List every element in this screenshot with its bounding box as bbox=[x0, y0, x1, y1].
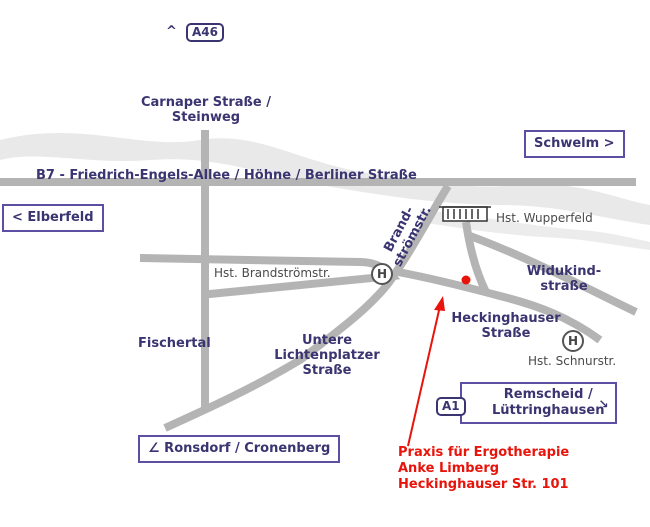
practice-arrow-head bbox=[434, 296, 445, 311]
label-carnaper-2: Steinweg bbox=[171, 110, 241, 125]
road-connector bbox=[462, 221, 490, 294]
stop-brandstroem: Hst. Brandströmstr. bbox=[214, 266, 331, 280]
bus-stop-icon: H bbox=[562, 330, 584, 352]
bus-stop-icon: H bbox=[371, 263, 393, 285]
label-lichtenplatzer-3: Straße bbox=[302, 363, 352, 378]
label-carnaper: Carnaper Straße / Steinweg bbox=[124, 95, 288, 125]
road-widukind bbox=[468, 232, 638, 316]
practice-arrow bbox=[407, 305, 441, 447]
destination-schwelm[interactable]: Schwelm > bbox=[524, 130, 625, 158]
label-heckinghauser: Heckinghauser Straße bbox=[446, 311, 566, 341]
label-widukind-1: Widukind- bbox=[526, 264, 602, 279]
destination-remscheid[interactable]: Remscheid / Lüttringhausen ↘ bbox=[460, 382, 617, 424]
road-brandstroem bbox=[163, 183, 452, 432]
practice-street: Heckinghauser Str. 101 bbox=[398, 477, 569, 492]
practice-owner: Anke Limberg bbox=[398, 461, 500, 476]
road-heckinghauser bbox=[397, 268, 603, 344]
destination-elberfeld[interactable]: < Elberfeld bbox=[2, 204, 104, 232]
remscheid-line-1: Remscheid / bbox=[503, 387, 593, 402]
label-fischertal: Fischertal bbox=[138, 336, 211, 351]
a46-badge: A46 bbox=[186, 23, 224, 42]
practice-name: Praxis für Ergotherapie bbox=[398, 445, 570, 460]
tram-icon bbox=[439, 206, 491, 222]
label-heckinghauser-1: Heckinghauser bbox=[451, 311, 561, 326]
label-lichtenplatzer-1: Untere bbox=[301, 333, 353, 348]
arrow-down-right-icon: ↘ bbox=[598, 397, 609, 411]
a46-arrow: ^ bbox=[166, 24, 177, 39]
label-widukind-2: straße bbox=[540, 279, 588, 294]
label-lichtenplatzer: Untere Lichtenplatzer Straße bbox=[262, 333, 392, 378]
a1-badge: A1 bbox=[436, 397, 466, 416]
label-heckinghauser-2: Straße bbox=[481, 326, 531, 341]
practice-address: Praxis für Ergotherapie Anke Limberg Hec… bbox=[398, 445, 569, 493]
label-lichtenplatzer-2: Lichtenplatzer bbox=[274, 348, 380, 363]
stop-schnurstr: Hst. Schnurstr. bbox=[528, 354, 617, 368]
remscheid-line-2: Lüttringhausen bbox=[492, 403, 605, 418]
destination-ronsdorf[interactable]: ∠ Ronsdorf / Cronenberg bbox=[138, 435, 341, 463]
practice-marker bbox=[461, 275, 471, 285]
label-b7: B7 - Friedrich-Engels-Allee / Höhne / Be… bbox=[36, 168, 417, 183]
stop-wupperfeld: Hst. Wupperfeld bbox=[496, 211, 593, 225]
label-carnaper-1: Carnaper Straße / bbox=[140, 95, 271, 110]
label-widukind: Widukind- straße bbox=[514, 264, 614, 294]
